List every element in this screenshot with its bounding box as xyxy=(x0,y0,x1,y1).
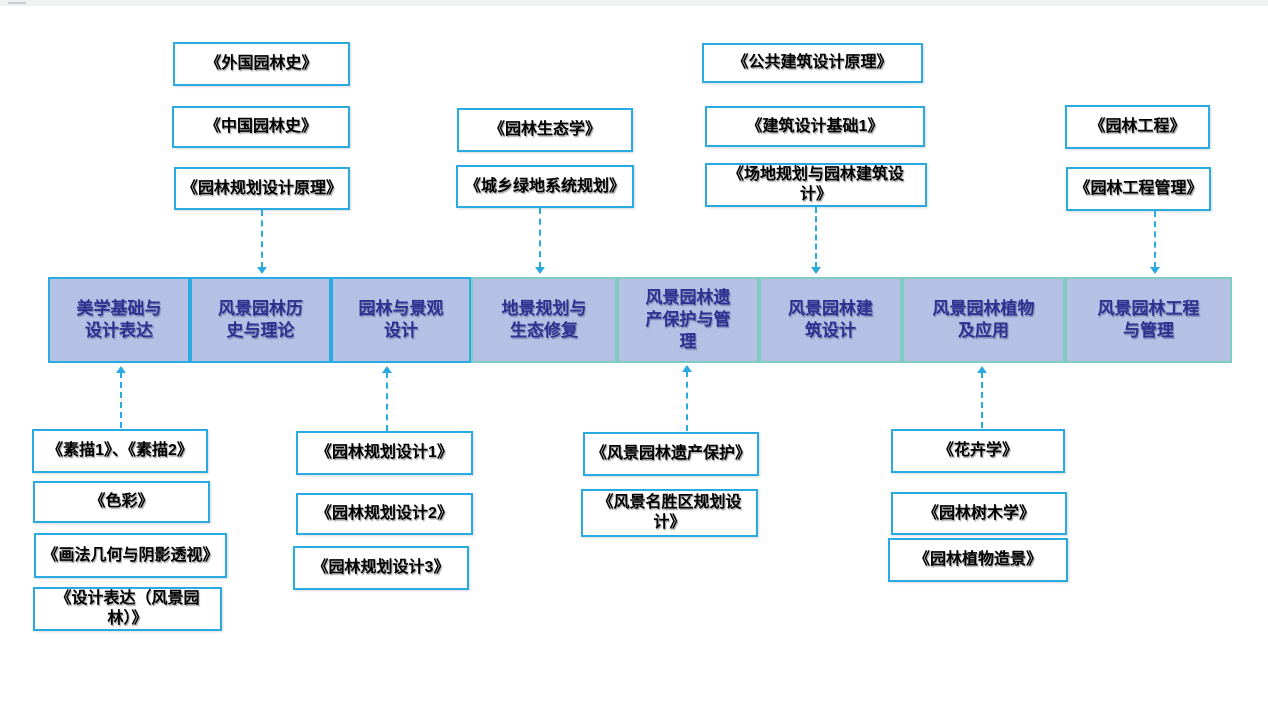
arrow-down-icon xyxy=(810,207,822,274)
course-label: 《建筑设计基础1》 xyxy=(746,117,884,135)
course-box: 《素描1》、《素描2》 xyxy=(32,429,208,473)
category-box: 风景园林工程 与管理 xyxy=(1065,277,1232,363)
course-label: 《公共建筑设计原理》 xyxy=(732,54,893,71)
arrow-head xyxy=(977,366,987,373)
course-label: 《中国园林史》 xyxy=(204,118,317,135)
course-box: 《园林规划设计2》 xyxy=(296,493,473,535)
course-box: 《园林生态学》 xyxy=(457,108,633,152)
course-label: 《园林规划设计原理》 xyxy=(181,179,342,197)
category-label: 风景园林建 筑设计 xyxy=(788,298,873,340)
course-box: 《设计表达（风景园 林）》 xyxy=(33,587,222,631)
arrow-up-icon xyxy=(681,365,693,431)
window-chrome-mark xyxy=(8,2,26,4)
category-box: 风景园林建 筑设计 xyxy=(759,277,902,363)
arrow-up-icon xyxy=(115,366,127,428)
course-label: 《园林植物造景》 xyxy=(913,551,1042,568)
arrow-head xyxy=(682,365,692,372)
arrow-dashed-line xyxy=(539,208,541,268)
arrow-up-icon xyxy=(381,366,393,431)
arrow-dashed-line xyxy=(981,372,983,428)
arrow-down-icon xyxy=(256,210,268,274)
arrow-head xyxy=(535,267,545,274)
category-box: 园林与景观 设计 xyxy=(331,277,471,363)
course-label: 《风景名胜区规划设 计》 xyxy=(597,494,742,531)
arrow-dashed-line xyxy=(261,210,263,268)
course-box: 《园林树木学》 xyxy=(891,492,1067,535)
category-box: 地景规划与 生态修复 xyxy=(471,277,617,363)
arrow-head xyxy=(811,267,821,274)
course-box: 《公共建筑设计原理》 xyxy=(702,43,923,83)
course-label: 《园林工程》 xyxy=(1089,118,1186,135)
category-box: 美学基础与 设计表达 xyxy=(48,277,190,363)
arrow-dashed-line xyxy=(1154,211,1156,268)
course-box: 《园林工程管理》 xyxy=(1066,167,1211,211)
arrow-dashed-line xyxy=(815,207,817,268)
arrow-head xyxy=(382,366,392,373)
course-label: 《园林树木学》 xyxy=(922,504,1035,522)
course-label: 《画法几何与阴影透视》 xyxy=(42,546,219,564)
course-box: 《外国园林史》 xyxy=(173,42,350,86)
arrow-dashed-line xyxy=(386,372,388,431)
arrow-dashed-line xyxy=(120,372,122,428)
course-label: 《设计表达（风景园 林）》 xyxy=(55,590,200,627)
course-box: 《中国园林史》 xyxy=(172,106,350,148)
course-box: 《城乡绿地系统规划》 xyxy=(456,165,634,208)
category-label: 风景园林历 史与理论 xyxy=(218,298,303,340)
course-label: 《园林生态学》 xyxy=(488,121,601,138)
arrow-head xyxy=(1150,267,1160,274)
category-label: 风景园林植物 及应用 xyxy=(932,298,1035,340)
course-box: 《画法几何与阴影透视》 xyxy=(34,533,227,578)
course-box: 《园林规划设计1》 xyxy=(296,431,473,475)
course-label: 《素描1》、《素描2》 xyxy=(47,442,193,459)
category-label: 风景园林遗 产保护与管 理 xyxy=(645,287,731,352)
course-label: 《园林规划设计2》 xyxy=(316,505,453,522)
arrow-head xyxy=(257,267,267,274)
course-box: 《风景名胜区规划设 计》 xyxy=(581,489,758,537)
course-box: 《场地规划与园林建筑设 计》 xyxy=(705,163,927,207)
window-top-strip xyxy=(0,0,1268,6)
category-label: 地景规划与 生态修复 xyxy=(501,298,587,340)
course-label: 《城乡绿地系统规划》 xyxy=(464,177,625,195)
course-box: 《园林规划设计3》 xyxy=(293,546,469,590)
course-box: 《花卉学》 xyxy=(891,429,1065,473)
course-label: 《色彩》 xyxy=(89,493,154,510)
arrow-dashed-line xyxy=(686,371,688,431)
course-box: 《建筑设计基础1》 xyxy=(705,106,925,147)
category-label: 园林与景观 设计 xyxy=(358,298,444,340)
course-label: 《花卉学》 xyxy=(937,442,1018,459)
category-box: 风景园林植物 及应用 xyxy=(902,277,1065,363)
category-label: 风景园林工程 与管理 xyxy=(1097,298,1200,340)
arrow-down-icon xyxy=(534,208,546,274)
course-box: 《园林规划设计原理》 xyxy=(174,167,350,210)
course-box: 《色彩》 xyxy=(33,481,210,523)
category-label: 美学基础与 设计表达 xyxy=(76,298,162,340)
course-box: 《风景园林遗产保护》 xyxy=(583,432,759,476)
course-label: 《风景园林遗产保护》 xyxy=(590,445,751,462)
arrow-down-icon xyxy=(1149,211,1161,274)
category-box: 风景园林遗 产保护与管 理 xyxy=(617,277,759,363)
course-box: 《园林植物造景》 xyxy=(888,538,1068,582)
course-label: 《场地规划与园林建筑设 计》 xyxy=(727,166,904,203)
course-label: 《园林规划设计3》 xyxy=(312,559,450,576)
course-label: 《外国园林史》 xyxy=(205,55,318,72)
category-box: 风景园林历 史与理论 xyxy=(190,277,331,363)
course-label: 《园林规划设计1》 xyxy=(316,444,453,461)
arrow-head xyxy=(116,366,126,373)
course-box: 《园林工程》 xyxy=(1065,105,1210,149)
course-label: 《园林工程管理》 xyxy=(1074,180,1203,197)
arrow-up-icon xyxy=(976,366,988,428)
